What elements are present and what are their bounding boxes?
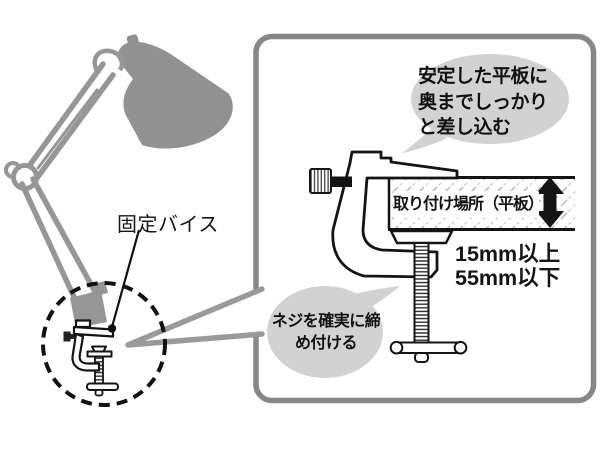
clamp-body (331, 150, 459, 279)
speech-bubble-insert (402, 54, 569, 153)
dashed-focus-circle (41, 281, 167, 407)
lamp-yoke (92, 48, 125, 76)
board-label: 取り付け場所（平板） (393, 191, 544, 218)
mini-clamp-knob (63, 331, 71, 342)
clamp-pad (389, 229, 454, 245)
bubble-screw-line2: め付ける (294, 335, 358, 352)
mini-clamp-handle (86, 382, 119, 391)
zoom-wedge (125, 286, 265, 348)
clamp-handle (389, 340, 468, 363)
lamp-arm-lower (19, 176, 102, 313)
mini-clamp-body (71, 332, 101, 372)
thumbscrew-knob (309, 168, 332, 194)
lamp-post (70, 281, 108, 328)
desk-lamp-illustration (4, 34, 233, 328)
vise-label: 固定バイス (117, 214, 219, 236)
speech-bubble-screw (267, 286, 400, 378)
thickness-arrow-icon (536, 177, 564, 228)
lamp-shade (117, 41, 233, 149)
thumbscrew-shaft (331, 176, 352, 187)
thickness-max: 55mm以下 (455, 265, 561, 290)
lamp-arm-upper (21, 61, 116, 185)
thickness-min: 15mm以上 (455, 242, 561, 266)
leader-dot (107, 324, 117, 333)
bubble-insert-line3: と差し込む (418, 117, 511, 138)
clamp-screw (413, 242, 430, 344)
clamp-side-view (309, 150, 468, 363)
mini-clamp (63, 319, 119, 397)
bubble-insert-line1: 安定した平板に (418, 66, 548, 87)
leader-line (110, 229, 141, 328)
bubble-screw-line1: ネジを確実に締 (271, 313, 381, 330)
mini-clamp-top-jaw (72, 325, 115, 338)
bubble-insert-line2: 奥までしっかり (418, 91, 548, 113)
mini-clamp-pad (86, 350, 113, 358)
